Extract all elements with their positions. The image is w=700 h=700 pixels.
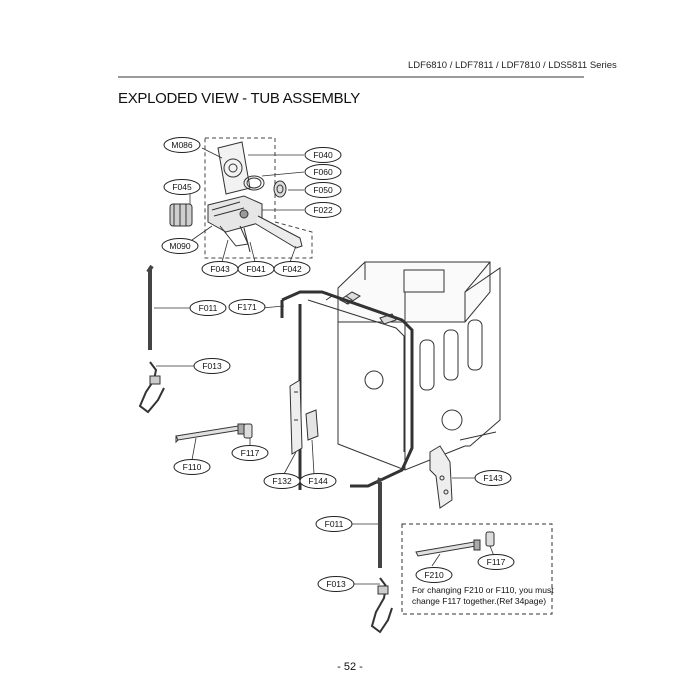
label-F045: F045 [172, 182, 192, 192]
callout-F132: F132 [263, 473, 301, 489]
callout-M086: M086 [163, 137, 201, 153]
page-title: EXPLODED VIEW - TUB ASSEMBLY [118, 90, 360, 107]
label-F040: F040 [313, 150, 333, 160]
tub-body [337, 261, 501, 471]
left-bracket [289, 379, 303, 455]
label-F013-top: F013 [202, 361, 222, 371]
label-F132: F132 [272, 476, 292, 486]
label-F013-bottom: F013 [326, 579, 346, 589]
callout-F144: F144 [299, 473, 337, 489]
rail-f210 [415, 539, 481, 557]
callout-F013-top: F013 [193, 358, 231, 374]
callouts: M086 F040 F060 F050 F022 F045 M090 F043 … [161, 137, 515, 592]
callout-M090: M090 [161, 238, 199, 254]
callout-F040: F040 [304, 147, 342, 163]
label-F171: F171 [237, 302, 257, 312]
label-F210: F210 [424, 570, 444, 580]
label-M086: M086 [171, 140, 193, 150]
label-F117-top: F117 [241, 448, 260, 458]
label-F011-top: F011 [199, 303, 218, 313]
callout-F011-top: F011 [189, 300, 227, 316]
clip-f117 [243, 423, 253, 439]
page-number: - 52 - [337, 661, 363, 673]
callout-F171: F171 [228, 299, 266, 315]
callout-F045: F045 [163, 179, 201, 195]
clip-f117-box [485, 531, 495, 547]
replacement-box [401, 523, 553, 615]
callout-F110: F110 [173, 459, 211, 475]
label-F041: F041 [246, 264, 266, 274]
callout-F043: F043 [201, 261, 239, 277]
label-M090: M090 [169, 241, 191, 251]
label-F042: F042 [282, 264, 302, 274]
label-F143: F143 [483, 473, 503, 483]
right-cable [376, 477, 382, 568]
f144-bracket [305, 409, 319, 441]
rail-f110 [175, 423, 245, 444]
callout-F117-top: F117 [231, 445, 269, 461]
header-rule [118, 76, 584, 78]
series-header: LDF6810 / LDF7811 / LDF7810 / LDS5811 Se… [408, 60, 617, 71]
left-cable [146, 264, 154, 350]
sump-assembly [169, 141, 303, 253]
callout-F050: F050 [304, 182, 342, 198]
label-F050: F050 [313, 185, 333, 195]
label-F060: F060 [313, 167, 333, 177]
label-F022: F022 [313, 205, 333, 215]
callout-F060: F060 [304, 164, 342, 180]
left-hose [138, 361, 165, 414]
callout-F022: F022 [304, 202, 342, 218]
callout-F013-bottom: F013 [317, 576, 355, 592]
sump-dashed-boundary [204, 137, 313, 259]
callout-F011-bottom: F011 [315, 516, 353, 532]
label-F043: F043 [210, 264, 230, 274]
callout-F117-box: F117 [477, 554, 515, 570]
callout-F042: F042 [273, 261, 311, 277]
right-hose [370, 577, 393, 634]
label-F144: F144 [308, 476, 328, 486]
label-F011-bottom: F011 [325, 519, 344, 529]
f143-bracket [429, 445, 453, 509]
callout-F041: F041 [237, 261, 275, 277]
callout-F143: F143 [474, 470, 512, 486]
label-F117-box: F117 [487, 557, 506, 567]
callout-F210: F210 [415, 567, 453, 583]
replacement-note: For changing F210 or F110, you must chan… [412, 585, 554, 606]
label-F110: F110 [183, 462, 202, 472]
